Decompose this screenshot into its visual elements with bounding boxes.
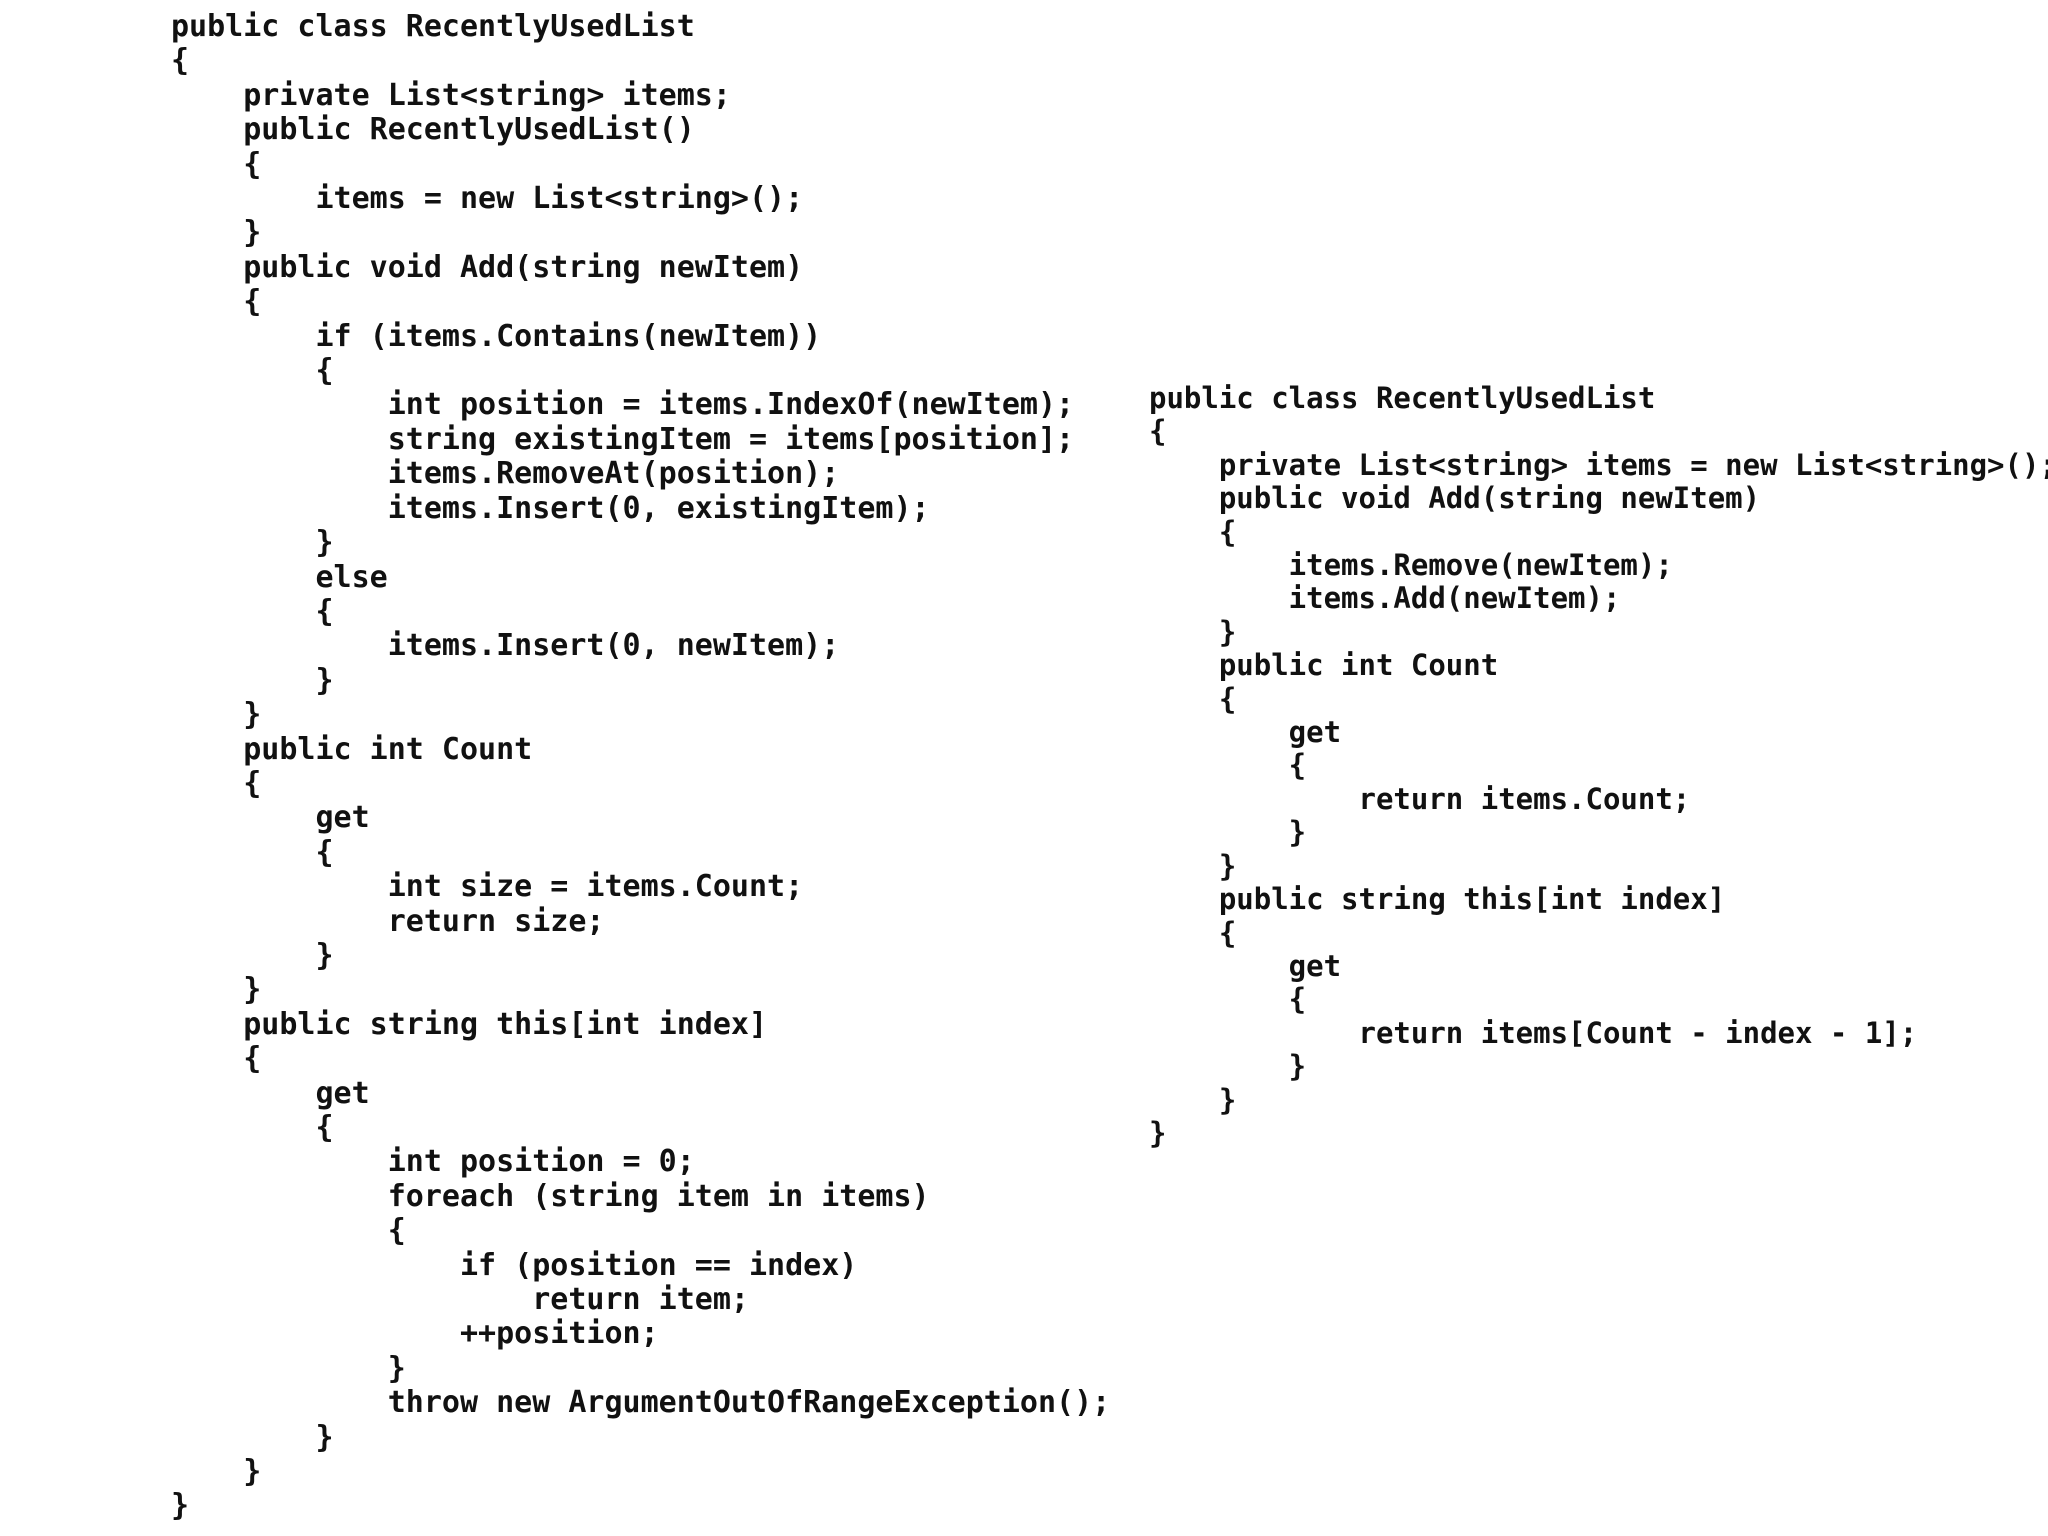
code-line: int position = 0; xyxy=(171,1144,695,1180)
code-line: { xyxy=(171,834,334,870)
code-line: } xyxy=(171,697,262,733)
code-line: { xyxy=(171,593,334,629)
code-line: get xyxy=(1149,715,1342,750)
code-line: if (position == index) xyxy=(171,1247,858,1283)
code-line: if (items.Contains(newItem)) xyxy=(171,318,822,354)
code-line: } xyxy=(1149,1049,1307,1084)
code-line: items.RemoveAt(position); xyxy=(171,456,840,492)
code-line: { xyxy=(1149,681,1237,716)
code-line: } xyxy=(1149,848,1237,883)
code-line: foreach (string item in items) xyxy=(171,1178,930,1214)
code-line: return item; xyxy=(171,1282,749,1318)
code-line: { xyxy=(171,1041,262,1077)
code-line: items.Insert(0, newItem); xyxy=(171,628,840,664)
code-line: public RecentlyUsedList() xyxy=(171,112,695,148)
code-line: } xyxy=(1149,614,1237,649)
code-line: } xyxy=(1149,1115,1167,1150)
code-line: return items[Count - index - 1]; xyxy=(1149,1015,1918,1050)
code-line: public void Add(string newItem) xyxy=(1149,481,1761,516)
code-line: public class RecentlyUsedList xyxy=(171,9,695,44)
code-line: } xyxy=(171,1419,334,1455)
code-line: public class RecentlyUsedList xyxy=(1149,381,1656,415)
code-line: { xyxy=(1149,414,1167,449)
code-line: string existingItem = items[position]; xyxy=(171,421,1075,457)
code-line: throw new ArgumentOutOfRangeException(); xyxy=(171,1385,1111,1421)
code-line: { xyxy=(1149,915,1237,950)
code-line: } xyxy=(171,525,334,561)
code-line: items.Remove(newItem); xyxy=(1149,548,1673,583)
code-line: get xyxy=(171,1075,370,1111)
code-line: return items.Count; xyxy=(1149,781,1691,816)
code-line: int position = items.IndexOf(newItem); xyxy=(171,387,1075,423)
code-line: { xyxy=(171,353,334,389)
code-line: public int Count xyxy=(1149,648,1499,683)
code-line: } xyxy=(171,1350,406,1386)
code-line: { xyxy=(171,43,190,79)
code-line: { xyxy=(1149,514,1237,549)
code-line: else xyxy=(171,559,388,595)
code-line: public void Add(string newItem) xyxy=(171,249,804,285)
code-line: private List<string> items; xyxy=(171,77,731,113)
original-code-listing: public class RecentlyUsedList{ private L… xyxy=(171,9,1111,1524)
code-line: { xyxy=(1149,748,1307,783)
code-line: } xyxy=(171,937,334,973)
code-line: items = new List<string>(); xyxy=(171,181,804,217)
code-line: { xyxy=(171,146,262,182)
code-line: } xyxy=(171,215,262,251)
code-line: { xyxy=(171,765,262,801)
code-line: { xyxy=(1149,982,1307,1017)
code-line: } xyxy=(171,662,334,698)
code-line: return size; xyxy=(171,903,605,939)
code-line: } xyxy=(171,1454,262,1490)
code-line: } xyxy=(1149,1082,1237,1117)
code-line: { xyxy=(171,284,262,320)
code-line: get xyxy=(171,800,370,836)
code-line: int size = items.Count; xyxy=(171,869,804,905)
code-line: { xyxy=(171,1110,334,1145)
code-line: } xyxy=(171,1488,190,1524)
code-line: items.Insert(0, existingItem); xyxy=(171,490,930,526)
code-line: private List<string> items = new List<st… xyxy=(1149,447,2048,482)
code-line: public string this[int index] xyxy=(1149,882,1726,917)
code-line: items.Add(newItem); xyxy=(1149,581,1621,616)
refactored-code-listing: public class RecentlyUsedList{ private L… xyxy=(1149,381,2048,1150)
code-line: ++position; xyxy=(171,1316,659,1352)
code-line: public int Count xyxy=(171,731,533,767)
code-line: } xyxy=(1149,815,1307,850)
code-line: public string this[int index] xyxy=(171,1006,768,1042)
code-line: get xyxy=(1149,948,1342,983)
code-line: { xyxy=(171,1213,406,1249)
code-line: } xyxy=(171,972,262,1008)
